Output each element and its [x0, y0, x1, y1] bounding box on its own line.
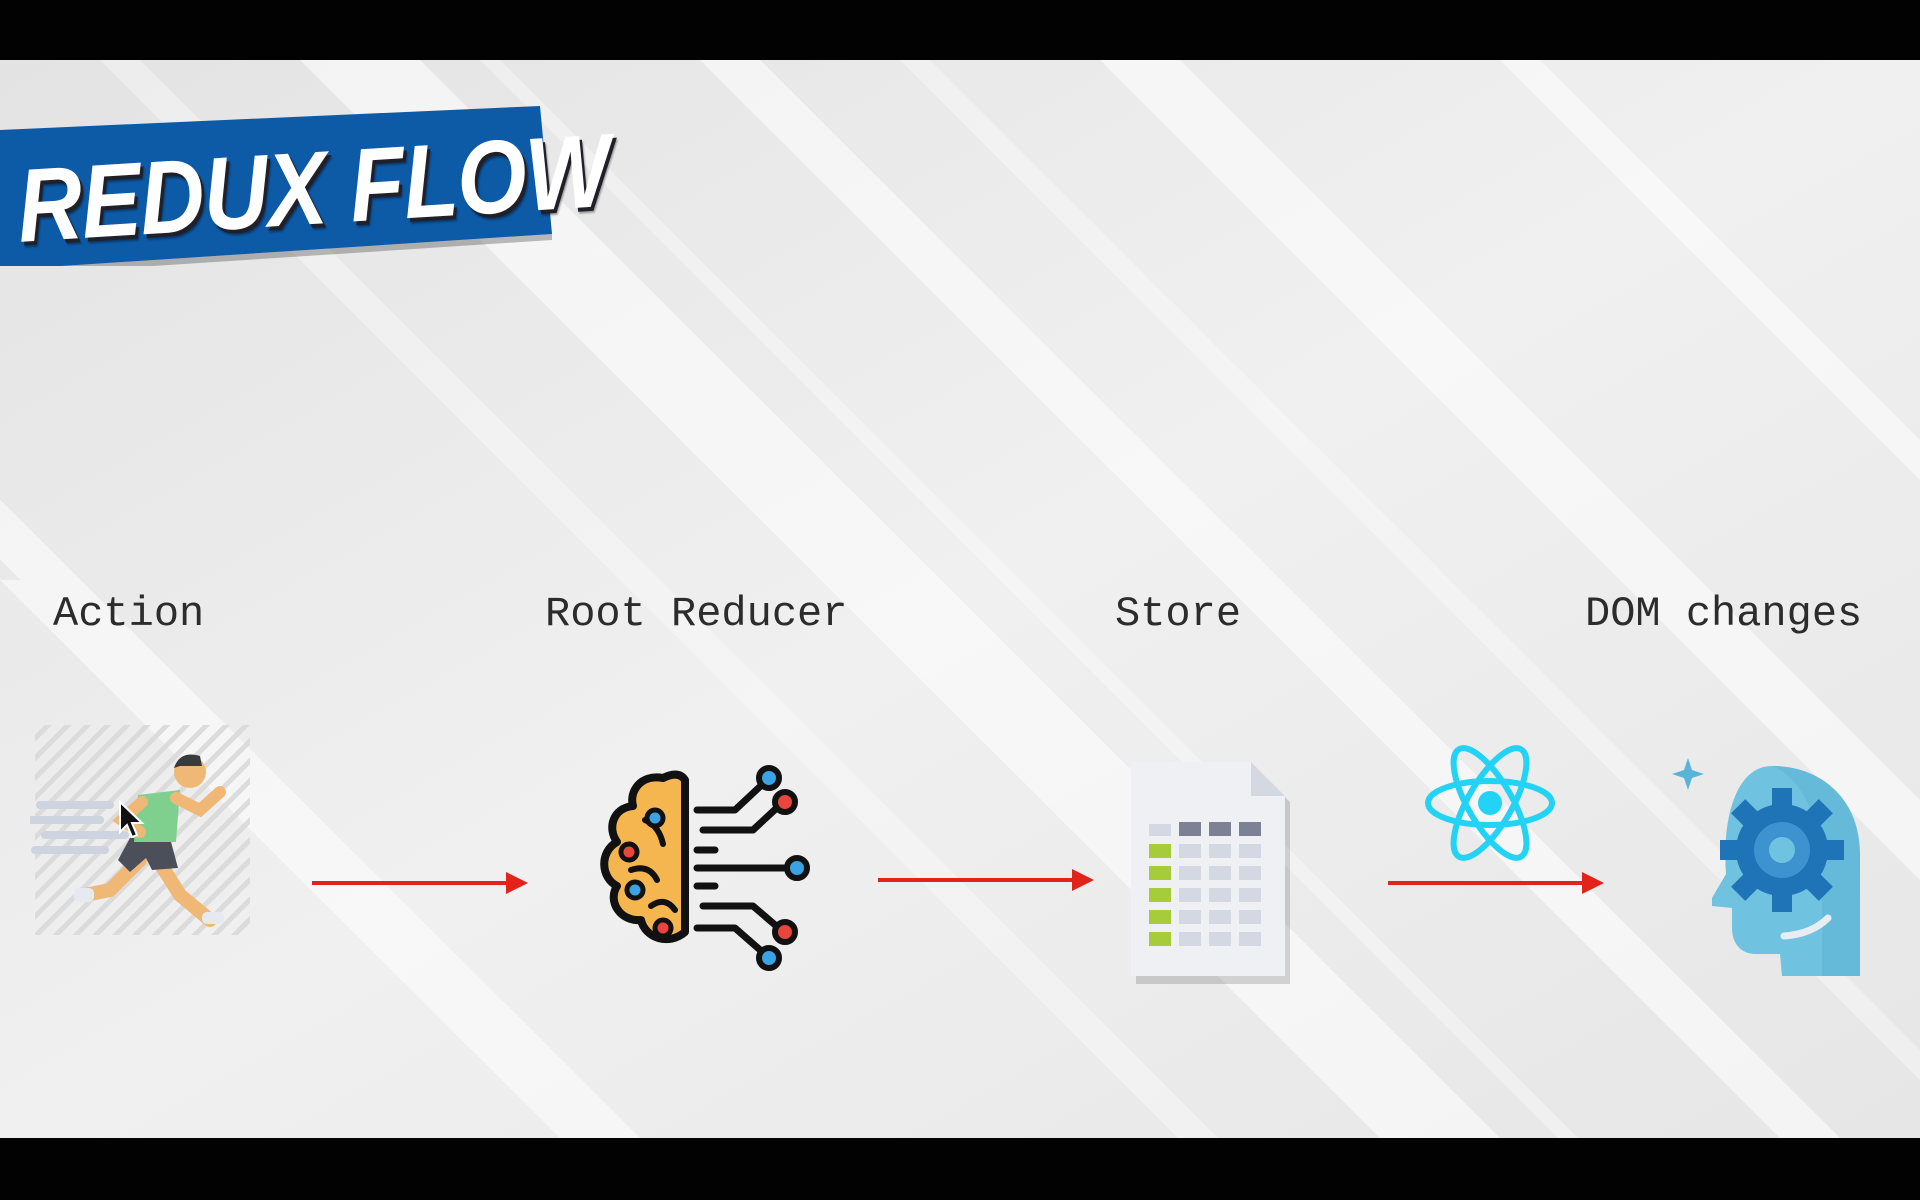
flow-arrow-store-to-dom [1388, 872, 1604, 894]
mouse-cursor-icon [119, 800, 145, 839]
banner-ribbon-shape [0, 106, 552, 266]
circuit-brain-icon [600, 765, 810, 971]
flow-arrow-reducer-to-store [878, 869, 1094, 891]
running-person-icon [30, 725, 250, 935]
react-atom-icon [1425, 745, 1555, 861]
letterbox-top [0, 0, 1920, 60]
data-table-document-icon [1131, 762, 1290, 984]
head-gear-icon [1672, 758, 1860, 976]
slide-background [0, 60, 1920, 1138]
title-banner: REDUX FLOW [0, 84, 613, 266]
step-label-root-reducer: Root Reducer [545, 590, 848, 638]
slide: REDUX FLOW Action Root Reducer Store DOM… [0, 60, 1920, 1138]
step-label-dom-changes: DOM changes [1585, 590, 1863, 638]
step-label-store: Store [1115, 590, 1242, 638]
step-label-action: Action [53, 590, 205, 638]
letterbox-bottom [0, 1138, 1920, 1200]
flow-arrow-action-to-reducer [312, 872, 528, 894]
